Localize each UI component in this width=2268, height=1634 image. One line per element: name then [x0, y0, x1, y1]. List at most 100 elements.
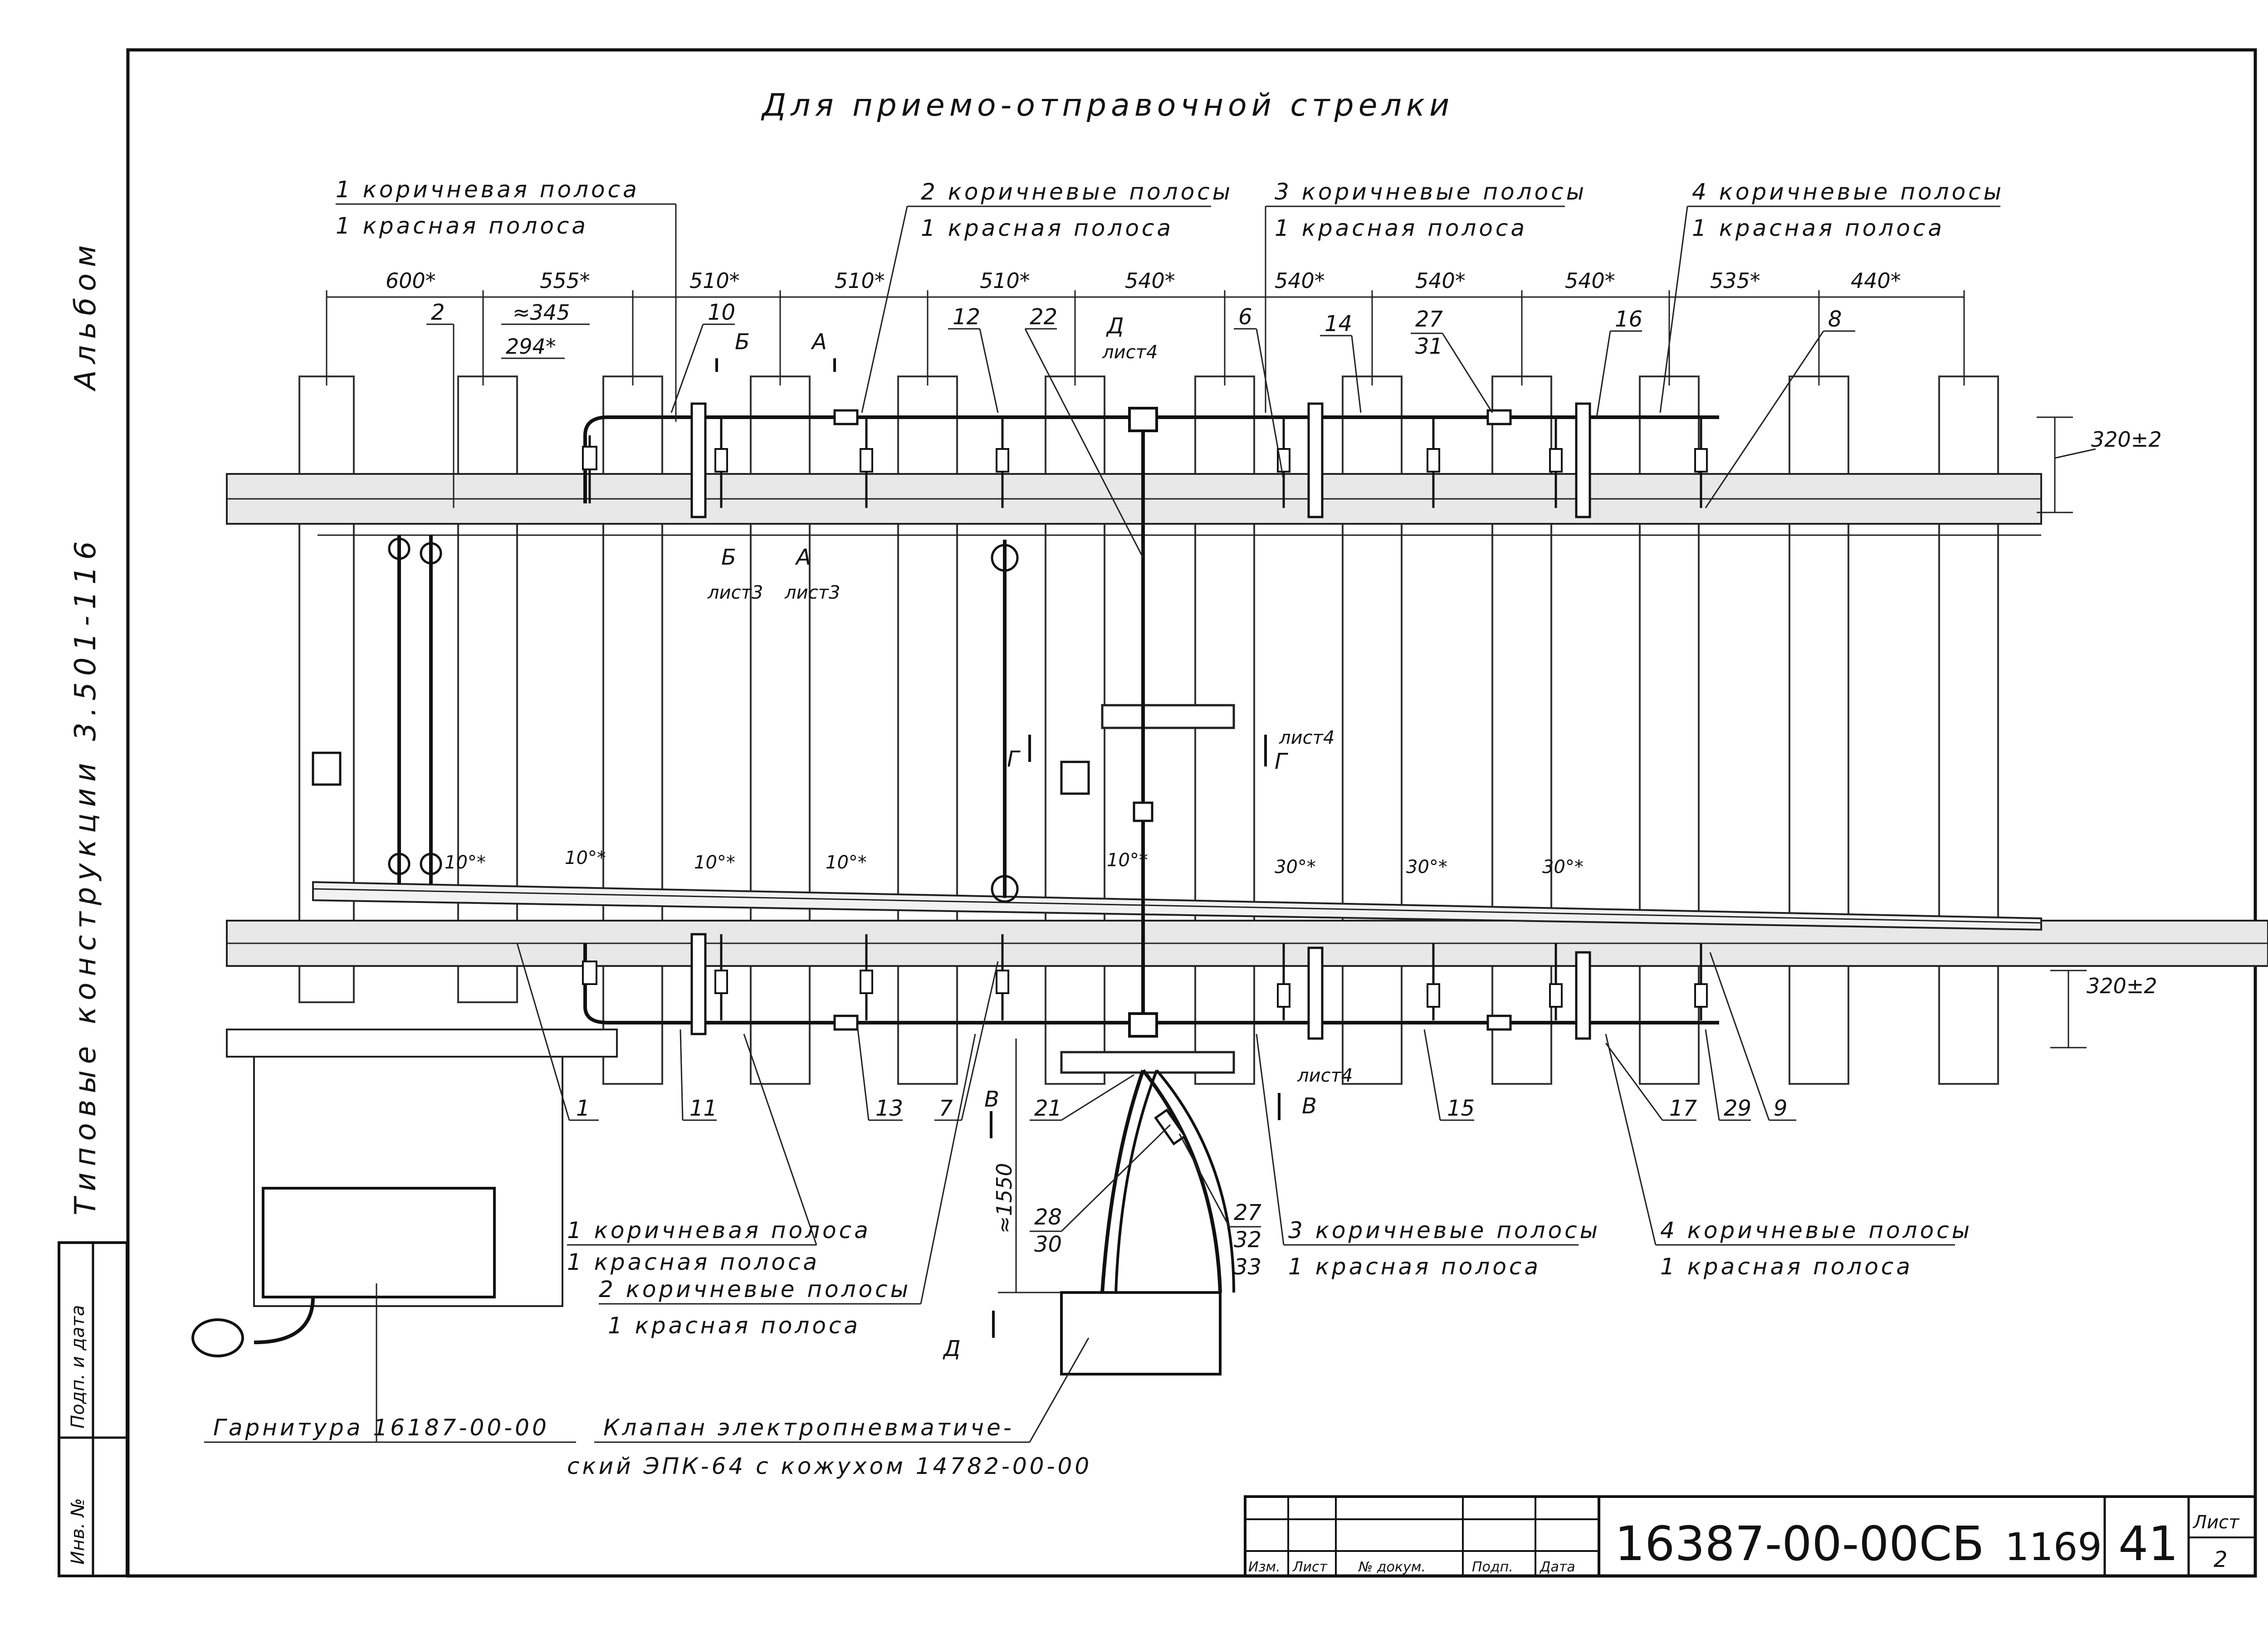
top-note-1-l1: 1 коричневая полоса: [336, 176, 640, 203]
offset-dimensions: 320±2 320±2: [2037, 416, 2162, 1049]
sec-B-top: Б: [735, 329, 750, 355]
part-28: 28: [1034, 1205, 1062, 1230]
bottom-note-2-l1: 2 коричневые полосы: [599, 1276, 911, 1302]
angle-2: 10°*: [565, 848, 606, 868]
bottom-note-2-l2: 1 красная полоса: [608, 1312, 860, 1339]
part-8: 8: [1828, 307, 1842, 332]
dim-5: 510*: [980, 268, 1030, 293]
top-notes: 1 коричневая полоса 1 красная полоса 2 к…: [336, 176, 2004, 422]
dim-6: 540*: [1125, 268, 1175, 293]
valve-epk64: [1060, 1291, 1222, 1375]
outer-frame: [126, 48, 2257, 1578]
part-12: 12: [953, 304, 980, 330]
bottom-note-3-l2: 1 красная полоса: [1288, 1254, 1541, 1280]
part-27: 27: [1415, 307, 1443, 332]
part-32: 32: [1234, 1227, 1261, 1253]
part-31: 31: [1415, 334, 1443, 359]
dim-8: 540*: [1415, 268, 1466, 293]
offset-dim-top: 320±2: [2091, 427, 2162, 452]
top-note-1-l2: 1 красная полоса: [336, 213, 588, 239]
dim-4: 510*: [835, 268, 885, 293]
stamp-hdr-sign: Подп.: [1472, 1559, 1513, 1575]
part-15: 15: [1447, 1096, 1475, 1121]
top-note-3-l1: 3 коричневые полосы: [1275, 179, 1587, 205]
switch-rods: [312, 535, 1090, 903]
part-21: 21: [1034, 1096, 1062, 1121]
part-22: 22: [1030, 304, 1057, 330]
stamp-hdr-list: Лист: [1292, 1559, 1328, 1575]
sec-V-left: В: [984, 1087, 999, 1112]
transverse-bars: [226, 704, 1235, 1074]
dim-sub-1: ≈345: [513, 300, 570, 325]
caption-garnitura: Гарнитура 16187-00-00: [213, 1415, 549, 1441]
bottom-note-1-l1: 1 коричневая полоса: [567, 1217, 871, 1244]
stamp-hdr-doc: № докум.: [1358, 1559, 1426, 1575]
sec-G-list: лист4: [1279, 727, 1334, 748]
stamp-sheet-label: Лист: [2192, 1512, 2240, 1533]
angle-1: 10°*: [445, 852, 486, 873]
left-strip: Подп. и дата Инв. №: [58, 1241, 128, 1577]
sec-G-left: Г: [1007, 746, 1021, 772]
dim-2: 555*: [540, 268, 590, 293]
rails: [226, 473, 2268, 967]
part-7: 7: [939, 1096, 953, 1121]
bottom-note-1-l2: 1 красная полоса: [567, 1249, 820, 1275]
dim-7: 540*: [1275, 268, 1325, 293]
sec-B-list: лист3: [707, 582, 763, 603]
part-11: 11: [689, 1096, 717, 1121]
part-27-hose: 27: [1234, 1200, 1262, 1225]
stamp-hdr-date: Дата: [1539, 1559, 1575, 1575]
part-29: 29: [1724, 1096, 1751, 1121]
top-dimension-chain: 600* 555* 510* 510* 510* 540* 540* 540* …: [326, 268, 1965, 385]
angle-4: 10°*: [826, 852, 867, 873]
part-17: 17: [1669, 1096, 1697, 1121]
sec-A-top: А: [811, 329, 827, 355]
part-2: 2: [431, 300, 445, 325]
dim-1: 600*: [386, 268, 436, 293]
hoses: [1060, 1069, 1235, 1375]
part-30: 30: [1034, 1232, 1062, 1257]
vertical-dimension: ≈1550: [992, 1039, 1061, 1293]
part-6: 6: [1238, 304, 1252, 330]
part-callouts-top: 2 10 12 22 6 14 27 31 16 8: [426, 300, 1855, 558]
side-series: Типовые конструкции 3.501-116: [69, 535, 103, 1216]
garnitura-unit: [191, 1056, 563, 1357]
captions: Гарнитура 16187-00-00 Клапан электропнев…: [204, 1283, 1090, 1479]
angle-8: 30°*: [1542, 857, 1584, 878]
top-note-2-l1: 2 коричневые полосы: [921, 179, 1233, 205]
angle-3: 10°*: [694, 852, 735, 873]
bottom-drops: [582, 933, 1708, 1040]
sec-V-right: В: [1302, 1093, 1317, 1119]
part-13: 13: [875, 1096, 903, 1121]
dim-sub-2: 294*: [506, 334, 556, 359]
title-block: Изм. Лист № докум. Подп. Дата 16387-00-0…: [1244, 1495, 2257, 1577]
stamp-hdr-izm: Изм.: [1248, 1559, 1281, 1575]
bottom-notes: 1 коричневая полоса 1 красная полоса 2 к…: [567, 1034, 1970, 1339]
stamp-sheet-no: 2: [2214, 1547, 2228, 1572]
sec-D-list: лист4: [1102, 342, 1158, 363]
top-note-4-l1: 4 коричневые полосы: [1692, 179, 2004, 205]
sec-B-bottom: Б: [721, 545, 736, 570]
sec-V-list: лист4: [1297, 1065, 1353, 1086]
top-drops: [582, 402, 1708, 518]
dim-11: 440*: [1851, 268, 1901, 293]
sec-G-right: Г: [1275, 749, 1288, 774]
bottom-note-3-l1: 3 коричневые полосы: [1288, 1217, 1600, 1244]
part-callouts-bottom: 1 11 13 7 21 15 17 29 9: [516, 943, 1796, 1121]
part-9: 9: [1774, 1096, 1788, 1121]
bottom-note-4-l2: 1 красная полоса: [1660, 1254, 1913, 1280]
angle-marks: 10°* 10°* 10°* 10°* 10°* 30°* 30°* 30°*: [445, 848, 1584, 878]
stamp-num-a: 1169: [2005, 1525, 2102, 1569]
section-marks: Б А Б лист3 А лист3 Д лист4 Г Г лист4 В …: [707, 313, 1353, 1361]
top-note-4-l2: 1 красная полоса: [1692, 215, 1945, 241]
dim-3: 510*: [689, 268, 740, 293]
side-album: Альбом: [69, 239, 103, 392]
stamp-code: 16387-00-00СБ: [1615, 1516, 1984, 1571]
strip-signature: Подп. и дата: [68, 1305, 88, 1429]
part-14: 14: [1325, 311, 1352, 337]
dim-1550: ≈1550: [992, 1163, 1017, 1234]
sec-D-top: Д: [1106, 313, 1124, 339]
dim-10: 535*: [1710, 268, 1760, 293]
strip-inventory: Инв. №: [68, 1498, 88, 1565]
